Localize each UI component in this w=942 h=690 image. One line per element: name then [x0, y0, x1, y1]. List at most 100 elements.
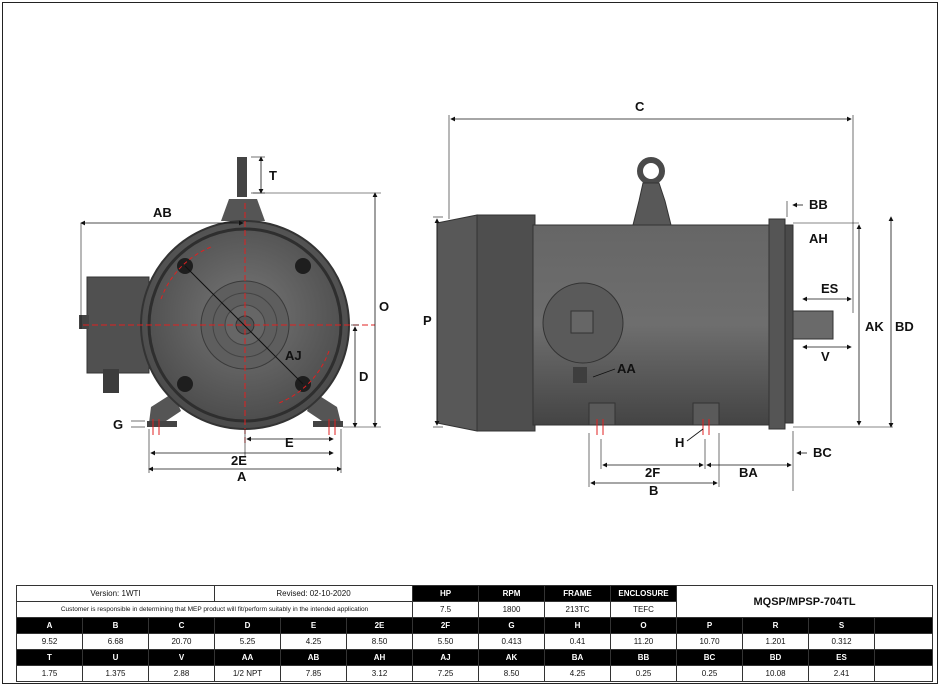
foot — [588, 402, 616, 426]
dimension-header: 2F — [412, 617, 480, 634]
dimension-value: 0.25 — [610, 665, 678, 682]
dimension-value: 0.41 — [544, 633, 612, 650]
summary-header: RPM — [478, 585, 546, 602]
dimension-value: 11.20 — [610, 633, 678, 650]
dim-label: AJ — [285, 348, 302, 363]
dimension-header: V — [147, 649, 216, 666]
dimension-value: 4.25 — [280, 633, 348, 650]
dimension-value: 8.50 — [346, 633, 414, 650]
dimension-header: AK — [478, 649, 546, 666]
dimension-header: D — [214, 617, 282, 634]
dimension-value: 7.25 — [412, 665, 480, 682]
dimension-header: E — [280, 617, 348, 634]
dimension-header: S — [808, 617, 876, 634]
dimension-header: AA — [214, 649, 282, 666]
dimension-value: 1/2 NPT — [214, 665, 282, 682]
dim-label: AB — [153, 205, 172, 220]
dimension-value: 8.50 — [478, 665, 546, 682]
summary-header: HP — [412, 585, 480, 602]
dim-label: P — [423, 313, 432, 328]
dimension-value: 9.52 — [16, 633, 83, 650]
lifting-eye — [237, 157, 247, 197]
dimension-header: ES — [808, 649, 876, 666]
revised-label: Revised: 02-10-2020 — [214, 585, 414, 602]
fan-cover — [436, 214, 478, 432]
dim-label: AH — [809, 231, 828, 246]
dimension-header: B — [82, 617, 149, 634]
disclaimer-note: Customer is responsible in determining t… — [15, 601, 414, 618]
summary-value: 213TC — [544, 601, 612, 618]
bolt-hole — [295, 258, 311, 274]
dim-label: H — [675, 435, 684, 450]
dimension-header: U — [82, 649, 149, 666]
conduit-fitting — [103, 369, 119, 393]
dimension-value: 10.70 — [676, 633, 744, 650]
blank-cell — [874, 649, 934, 666]
dim-label: E — [285, 435, 294, 450]
dimension-value: 2.88 — [147, 665, 216, 682]
side-view: C P BB AH ES AK BD V AA H BC 2F BA B — [423, 99, 914, 498]
dim-label: O — [379, 299, 389, 314]
summary-value: 7.5 — [412, 601, 480, 618]
dimension-value: 1.375 — [82, 665, 149, 682]
blank-cell — [874, 665, 934, 682]
blank-cell — [874, 617, 934, 634]
dimension-value: 0.312 — [808, 633, 876, 650]
dimension-header: BD — [742, 649, 810, 666]
dimension-value: 1.75 — [16, 665, 83, 682]
dim-label: BB — [809, 197, 828, 212]
dimension-value: 3.12 — [346, 665, 414, 682]
dim-label: B — [649, 483, 658, 498]
dim-label: A — [237, 469, 247, 484]
shaft — [792, 310, 834, 340]
dimension-value: 0.25 — [676, 665, 744, 682]
front-view: AB T O AJ D G E 2E A — [79, 156, 389, 484]
summary-header: ENCLOSURE — [610, 585, 678, 602]
dim-label: T — [269, 168, 277, 183]
dim-label: 2F — [645, 465, 660, 480]
foot — [692, 402, 720, 426]
dimension-header: T — [16, 649, 83, 666]
dimension-value: 7.85 — [280, 665, 348, 682]
dimension-header: R — [742, 617, 810, 634]
dimension-value: 5.25 — [214, 633, 282, 650]
dim-label: BA — [739, 465, 758, 480]
dimension-header: P — [676, 617, 744, 634]
bolt-hole — [177, 376, 193, 392]
dimension-header: 2E — [346, 617, 414, 634]
dimension-value: 4.25 — [544, 665, 612, 682]
dim-label: V — [821, 349, 830, 364]
dimension-header: BA — [544, 649, 612, 666]
lifting-eye — [637, 157, 665, 185]
dim-label: 2E — [231, 453, 247, 468]
dimension-header: AH — [346, 649, 414, 666]
dimension-header: A — [16, 617, 83, 634]
dimension-header: BC — [676, 649, 744, 666]
dimension-value: 5.50 — [412, 633, 480, 650]
dimension-header: AB — [280, 649, 348, 666]
dim-label: AA — [617, 361, 636, 376]
dimension-header: O — [610, 617, 678, 634]
dim-label: G — [113, 417, 123, 432]
dimension-header: AJ — [412, 649, 480, 666]
title-block: Version: 1WTI Revised: 02-10-2020 HP RPM… — [15, 585, 934, 682]
motor-drawing: AB T O AJ D G E 2E A — [79, 99, 914, 498]
dimension-header: G — [478, 617, 546, 634]
dimension-value: 20.70 — [147, 633, 216, 650]
summary-header: FRAME — [544, 585, 612, 602]
blank-cell — [874, 633, 934, 650]
version-label: Version: 1WTI — [15, 585, 216, 602]
dimension-value: 10.08 — [742, 665, 810, 682]
summary-value: TEFC — [610, 601, 678, 618]
dimension-value: 6.68 — [82, 633, 149, 650]
dim-label: C — [635, 99, 645, 114]
dimension-header: H — [544, 617, 612, 634]
dim-label: BD — [895, 319, 914, 334]
dim-label: D — [359, 369, 368, 384]
dim-label: AK — [865, 319, 884, 334]
